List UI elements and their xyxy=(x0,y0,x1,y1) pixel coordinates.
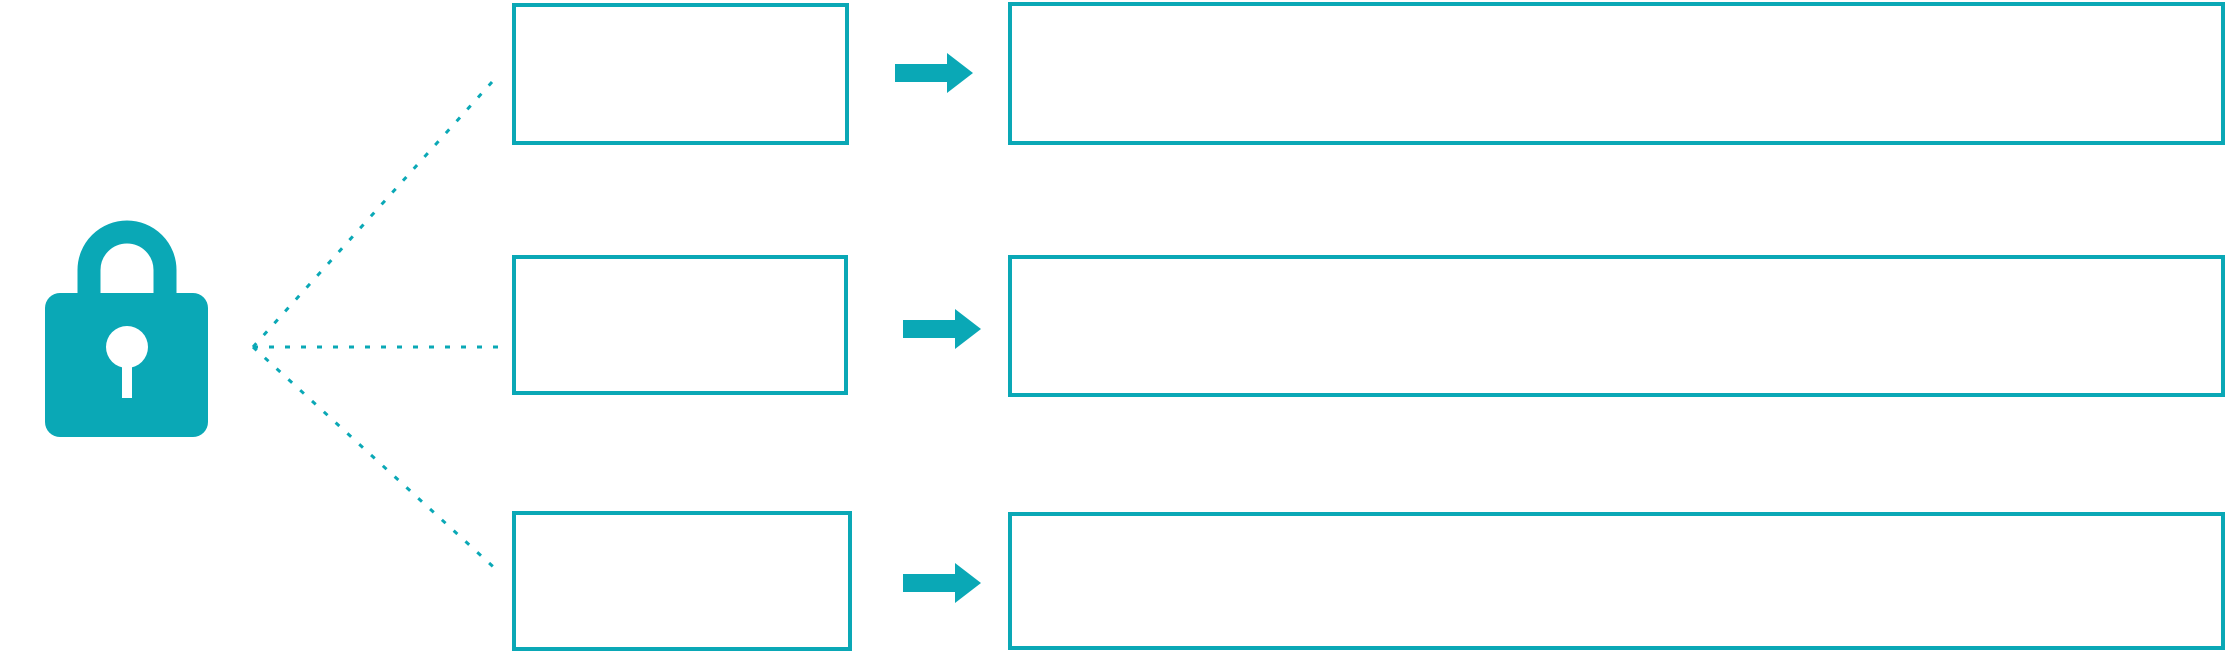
padlock-icon xyxy=(45,220,208,437)
large-box-2 xyxy=(1008,255,2225,397)
small-box-1 xyxy=(512,3,849,145)
small-box-2 xyxy=(512,255,848,395)
connector-line-bottom xyxy=(251,345,502,575)
keyhole xyxy=(106,326,148,368)
right-arrow-icon xyxy=(903,563,981,603)
large-box-1 xyxy=(1008,2,2225,145)
connector-line-top xyxy=(251,80,494,349)
right-arrow-icon xyxy=(895,53,973,93)
right-arrow-icon xyxy=(903,309,981,349)
large-box-3 xyxy=(1008,512,2225,650)
small-box-3 xyxy=(512,511,852,651)
